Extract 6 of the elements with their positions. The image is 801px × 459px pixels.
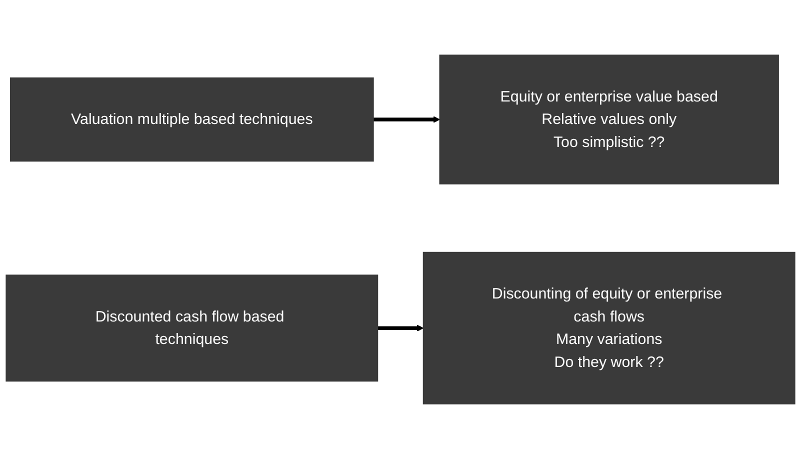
- node-box: Equity or enterprise value based Relative values only Too simplistic ??: [439, 54, 779, 184]
- node-box: Discounting of equity or enterprise cash flows Many variations Do they work ??: [422, 252, 796, 404]
- arrow: [373, 116, 440, 123]
- arrow: [378, 324, 424, 332]
- node-box: Valuation multiple based techniques: [10, 77, 374, 162]
- node-box: Discounted cash flow based techniques: [6, 274, 378, 382]
